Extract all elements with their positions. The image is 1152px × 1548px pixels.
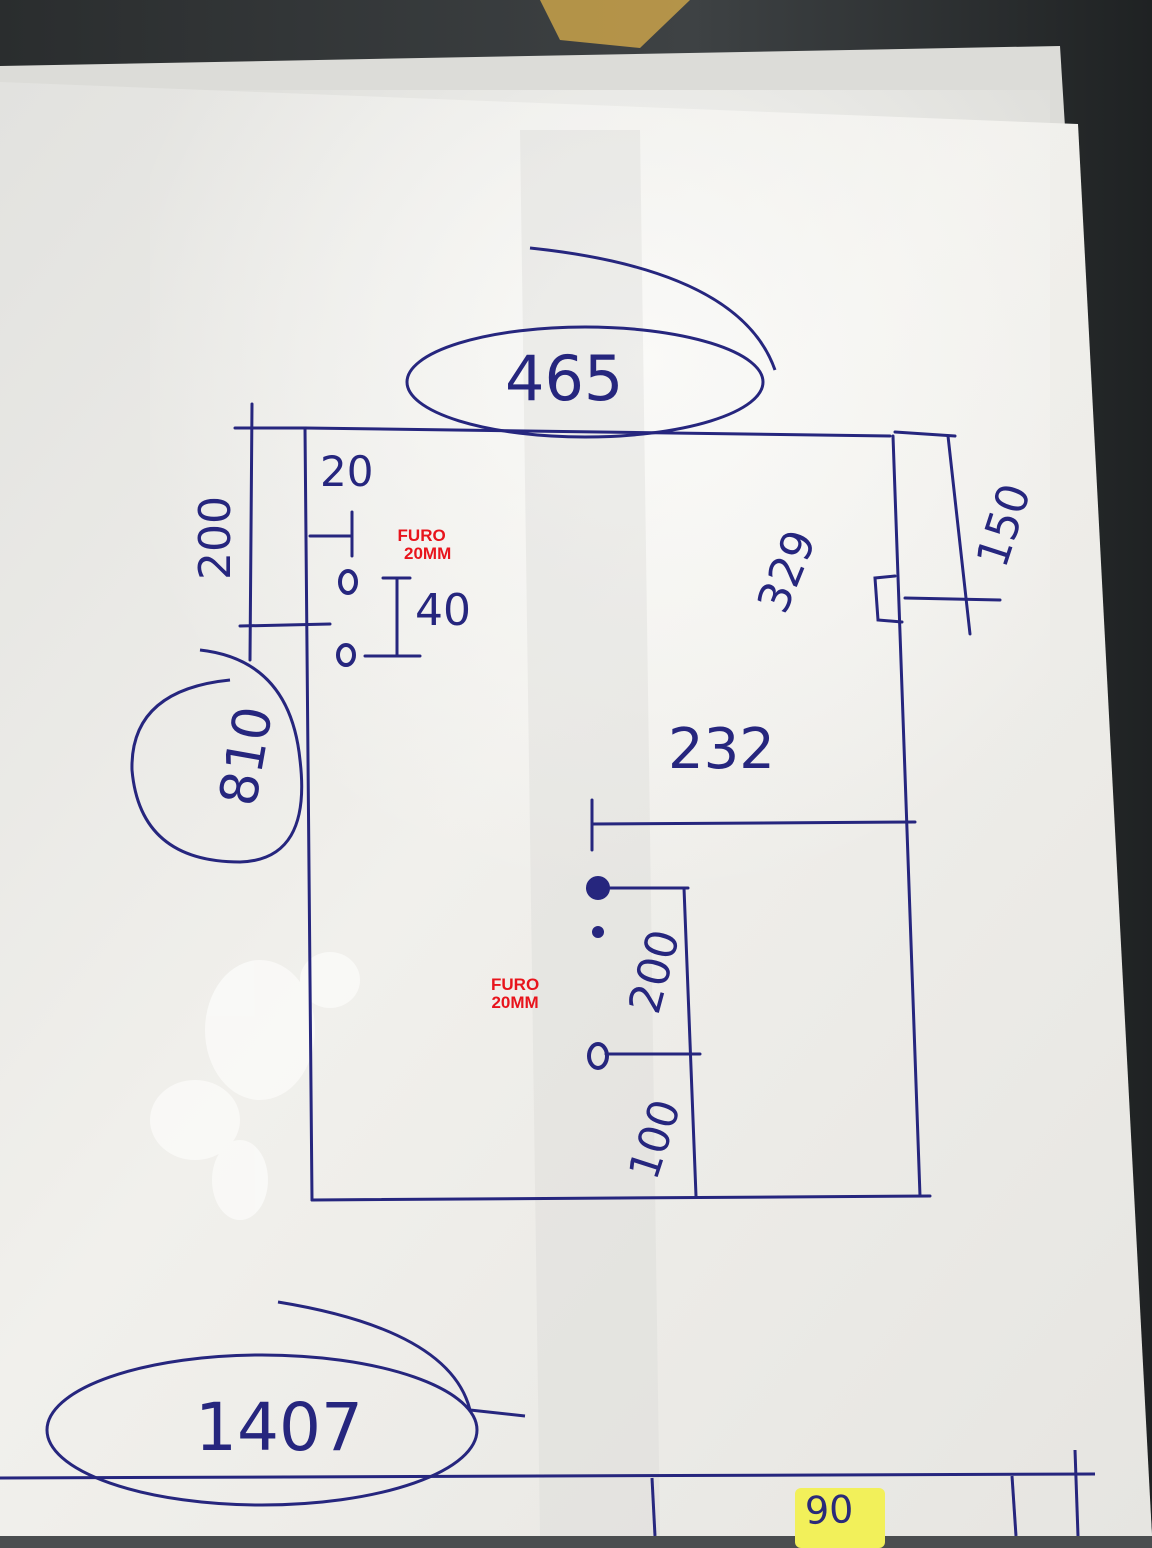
- dim-left-margin-text: 20: [320, 447, 373, 496]
- dim-1407-circle: [45, 1300, 526, 1507]
- dim-top-offset-text: 200: [190, 496, 241, 580]
- dim-hole-spacing-text: 40: [415, 585, 471, 636]
- paper-glare: [150, 90, 1050, 990]
- center-dimension-line: [590, 798, 917, 852]
- hole-label-lower-line2: 20MM: [491, 993, 539, 1012]
- hole-lower-dot: [592, 926, 604, 938]
- dim-total-text: 1407: [195, 1389, 363, 1466]
- left-dimension-lines: [238, 402, 422, 662]
- table-lines: [0, 1449, 1096, 1536]
- shadow-band: [520, 130, 660, 1536]
- hole-upper-2: [336, 643, 356, 667]
- dim-465-circle: [405, 246, 777, 439]
- top-lamp-glow: [540, 0, 690, 48]
- hole-label-lower: FURO 20MM: [491, 976, 539, 1012]
- table-corner-value: 90: [804, 1487, 855, 1533]
- hole-lower-2: [587, 1042, 609, 1070]
- dim-center-offset-text: 232: [668, 717, 775, 782]
- hole-label-upper: FURO 20MM: [392, 526, 452, 563]
- panel-outline: [233, 426, 932, 1202]
- dim-810-circle: [130, 648, 304, 864]
- hole-label-upper-line2: 20MM: [404, 544, 452, 563]
- right-dimension-lines: [873, 430, 1002, 636]
- hole-label-upper-line1: FURO: [397, 526, 446, 545]
- dim-width-text: 465: [505, 342, 623, 415]
- lower-dimension-lines: [604, 886, 702, 1198]
- lower-holes: [586, 876, 610, 1070]
- correction-fluid-marks: [150, 952, 360, 1220]
- upper-holes: [336, 569, 358, 667]
- hole-upper-1: [338, 569, 358, 595]
- hole-label-lower-line1: FURO: [491, 975, 540, 994]
